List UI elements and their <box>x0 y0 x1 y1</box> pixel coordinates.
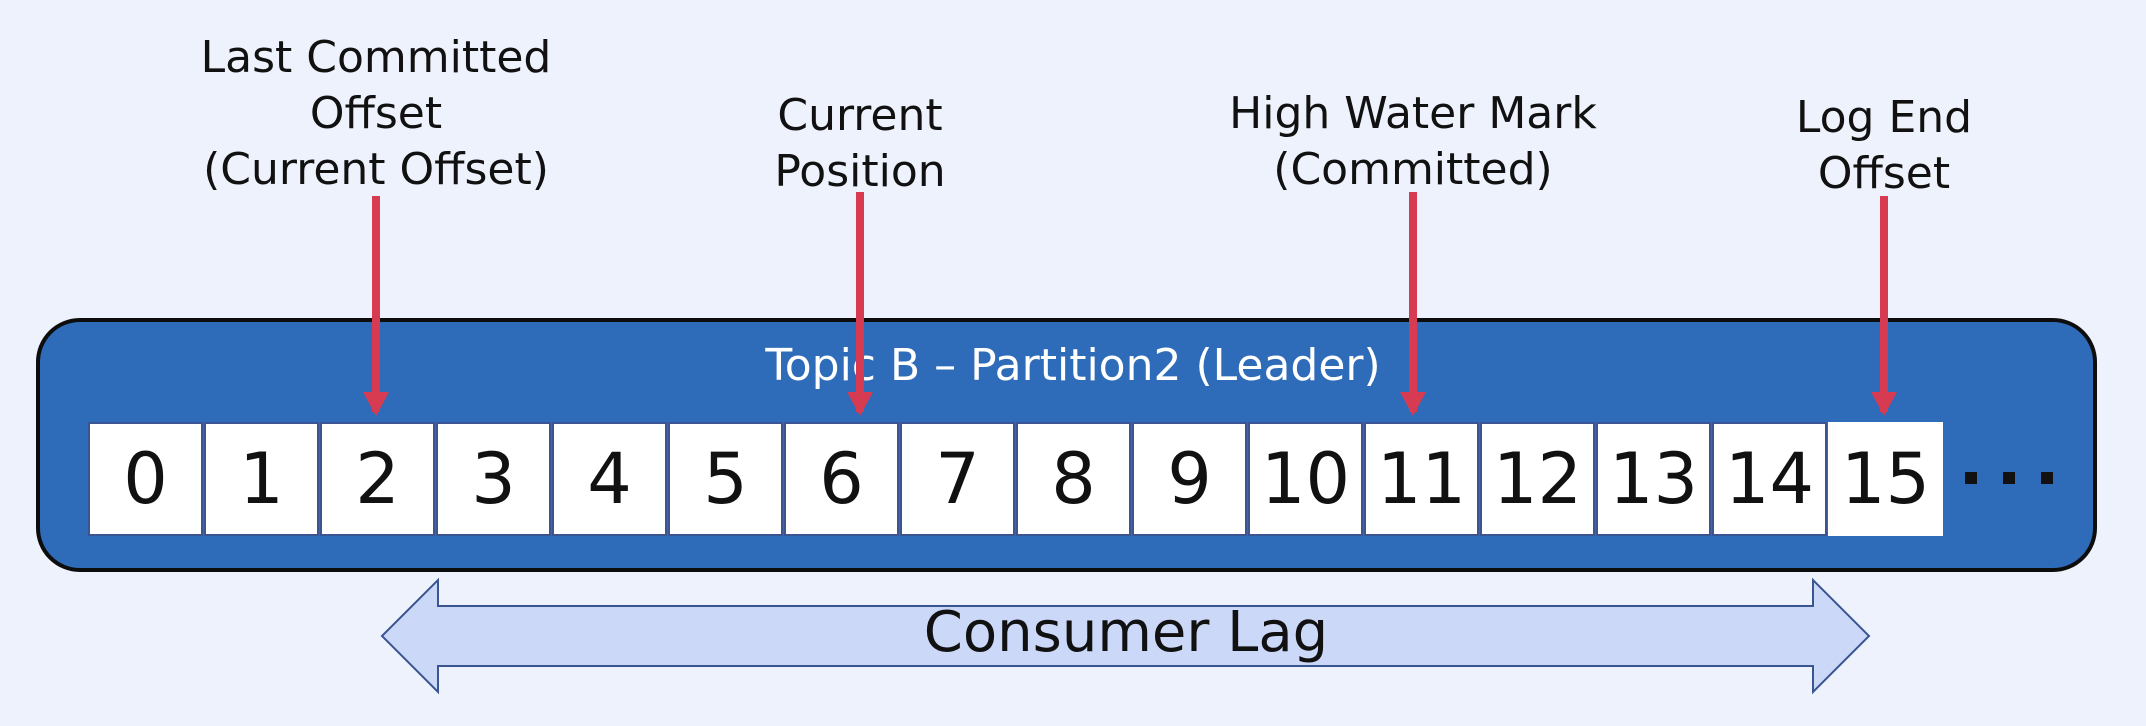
offset-cell: 11 <box>1364 422 1479 536</box>
label-line: Offset <box>309 88 443 139</box>
offset-cell: 8 <box>1016 422 1131 536</box>
offset-cell: 7 <box>900 422 1015 536</box>
offset-cell: 9 <box>1132 422 1247 536</box>
offset-cell: 14 <box>1712 422 1827 536</box>
partition-title: Topic B – Partition2 (Leader) <box>765 340 1381 391</box>
offset-cell: 12 <box>1480 422 1595 536</box>
offset-cell: 1 <box>204 422 319 536</box>
ellipsis-dot <box>1965 472 1977 484</box>
log-end-offset-label: Log End Offset <box>1796 90 1972 202</box>
ellipsis-icon <box>1965 472 2053 484</box>
current-position-label: Current Position <box>774 88 945 200</box>
offset-cell: 6 <box>784 422 899 536</box>
label-line: Current <box>777 90 943 141</box>
current-position-arrow-icon <box>856 192 864 412</box>
offset-cell: 2 <box>320 422 435 536</box>
offset-cell-log-end: 15 <box>1828 422 1943 536</box>
ellipsis-dot <box>2003 472 2015 484</box>
label-line: Last Committed <box>200 32 552 83</box>
offset-cells: 0 1 2 3 4 5 6 7 8 9 10 11 12 13 14 15 <box>88 422 1944 536</box>
last-committed-offset-label: Last Committed Offset (Current Offset) <box>201 30 552 198</box>
label-line: Position <box>774 146 946 197</box>
label-line: High Water Mark <box>1229 88 1597 139</box>
offset-cell: 10 <box>1248 422 1363 536</box>
log-end-arrow-icon <box>1880 196 1888 412</box>
last-committed-arrow-icon <box>372 196 380 412</box>
offset-cell: 3 <box>436 422 551 536</box>
label-line: Offset <box>1817 148 1951 199</box>
offset-cell: 0 <box>88 422 203 536</box>
offset-cell: 13 <box>1596 422 1711 536</box>
label-line: Log End <box>1795 92 1973 143</box>
ellipsis-dot <box>2041 472 2053 484</box>
offset-cell: 5 <box>668 422 783 536</box>
label-line: (Committed) <box>1273 144 1553 195</box>
label-line: (Current Offset) <box>203 144 549 195</box>
consumer-lag-arrow-shape <box>380 577 1871 695</box>
high-water-mark-arrow-icon <box>1409 192 1417 412</box>
high-water-mark-label: High Water Mark (Committed) <box>1229 86 1597 198</box>
offset-cell: 4 <box>552 422 667 536</box>
consumer-lag-label: Consumer Lag <box>923 600 1329 665</box>
